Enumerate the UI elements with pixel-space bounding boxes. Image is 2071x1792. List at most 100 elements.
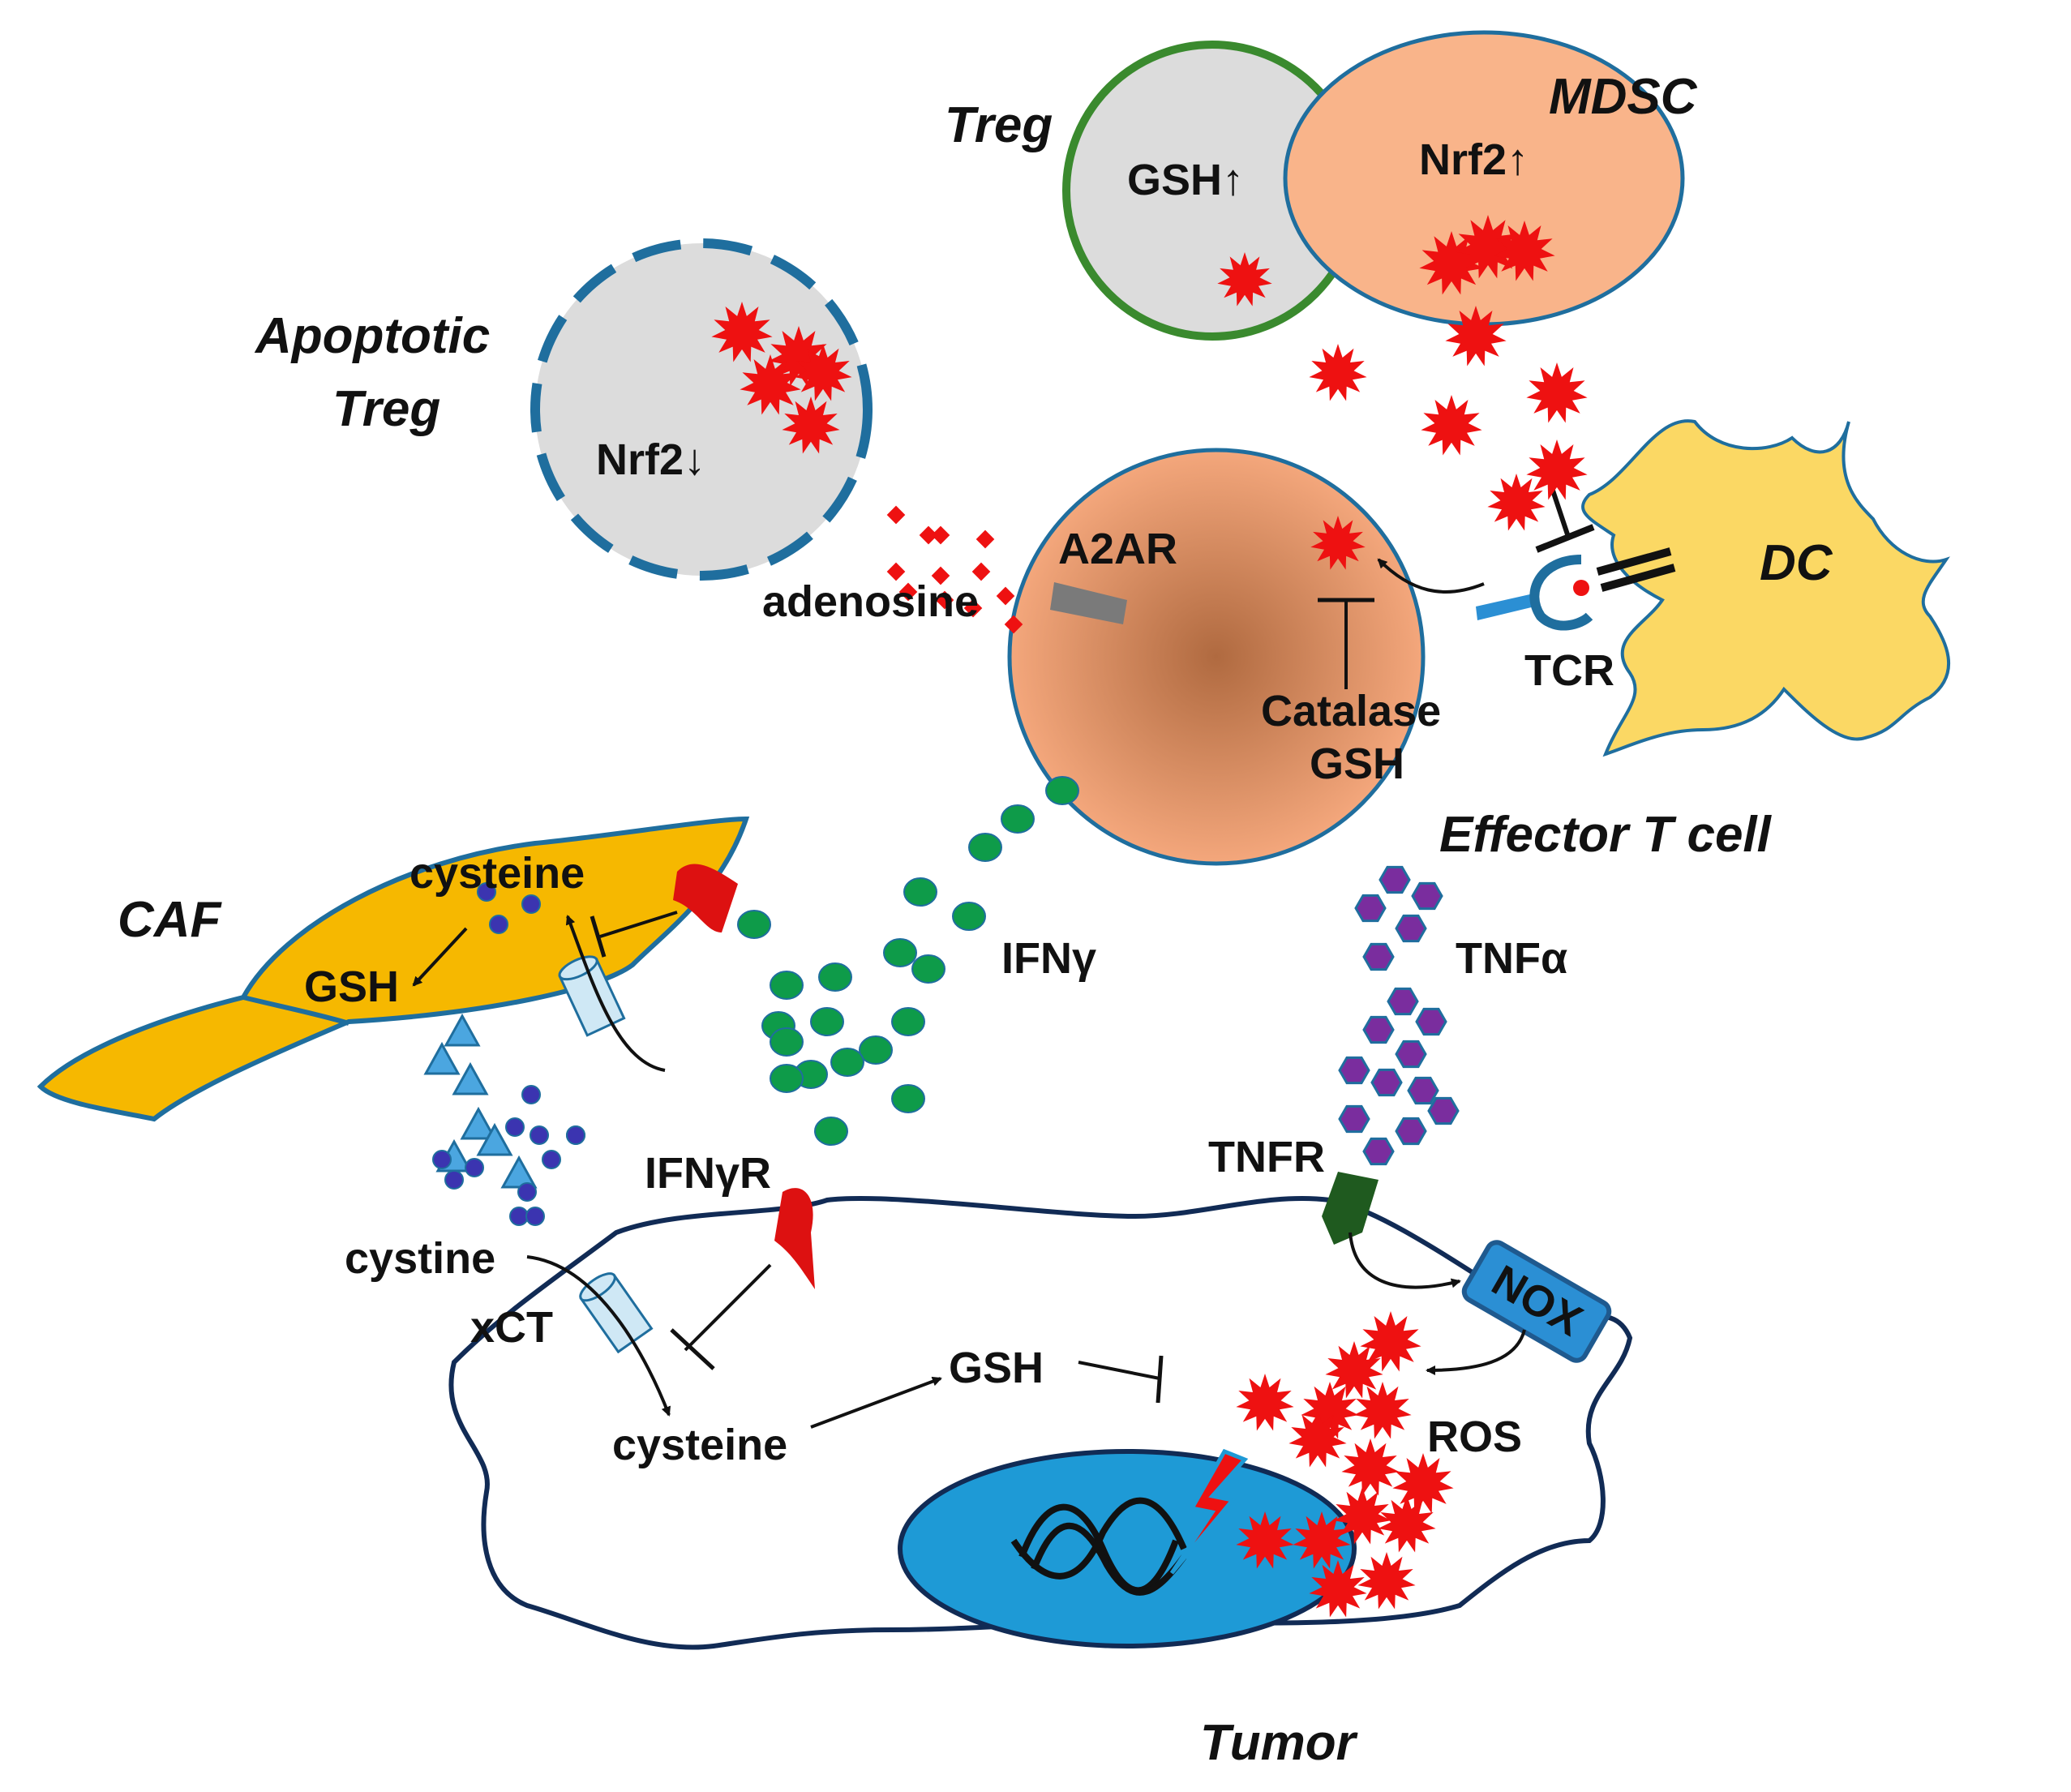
adenosine-diamond xyxy=(963,598,983,618)
cystine-triangle xyxy=(452,1061,489,1095)
cystine-triangle xyxy=(476,1122,513,1156)
tumor-cysteine-label: cysteine xyxy=(612,1421,787,1469)
ifngr-inhibits-xct-bar xyxy=(670,1328,715,1370)
cystine-triangle xyxy=(423,1041,461,1075)
tnfa-hexagon xyxy=(1407,1076,1439,1105)
a2ar-label: A2AR xyxy=(1058,525,1177,573)
ifng-dot xyxy=(830,1048,864,1077)
ros-star xyxy=(711,302,773,362)
ifng-molecules xyxy=(737,776,1079,1146)
ros-star xyxy=(1421,395,1482,456)
caf-xct-to-cysteine-arrow xyxy=(565,915,666,1072)
ros-star xyxy=(782,397,840,454)
cystine-molecules xyxy=(423,882,585,1226)
cysteine-dot xyxy=(477,882,496,902)
adenosine-diamond xyxy=(886,562,906,581)
apoptotic-treg-label-line1: Apoptotic xyxy=(254,308,490,364)
tumor-label: Tumor xyxy=(1200,1715,1358,1771)
effector-t-cell xyxy=(1007,448,1426,866)
ros-star xyxy=(1309,1560,1367,1618)
treg-gsh-label: GSH↑ xyxy=(1127,156,1244,204)
tnfa-hexagon xyxy=(1338,1104,1370,1134)
tcr-cup xyxy=(1529,555,1593,631)
effector-t-cell-label: Effector T cell xyxy=(1439,807,1773,863)
adenosine-diamond xyxy=(971,562,991,581)
cysteine-dot xyxy=(542,1150,561,1169)
ifngr-inhibits-caf-line xyxy=(599,911,678,938)
tnfa-hexagon xyxy=(1362,942,1395,971)
cysteine-dot xyxy=(505,1117,525,1137)
tcr-receptor xyxy=(1476,592,1545,620)
apoptotic-treg-label-line2: Treg xyxy=(332,381,440,437)
ifng-dot xyxy=(952,902,986,931)
tnfa-hexagon xyxy=(1354,894,1387,923)
ifng-dot xyxy=(859,1035,893,1065)
gsh-inhibits-ros-line xyxy=(1078,1361,1160,1380)
adenosine-label: adenosine xyxy=(762,577,979,626)
catalase-label: Catalase xyxy=(1261,687,1441,735)
ros-star xyxy=(1236,1374,1294,1431)
cysteine-dot xyxy=(509,1207,529,1226)
tumor-ifngr-receptor xyxy=(774,1188,815,1289)
caf-gsh-label: GSH xyxy=(304,962,399,1011)
tnfr-to-nox-arrow xyxy=(1349,1232,1461,1289)
adenosine-diamond xyxy=(919,525,938,545)
ros-star xyxy=(1325,1341,1383,1399)
ros-star xyxy=(1526,362,1588,423)
ros-inhibits-tcr-bar xyxy=(1535,524,1595,553)
caf-inner-division xyxy=(242,995,349,1026)
tnfa-hexagon xyxy=(1362,1015,1395,1044)
tnfa-hexagon xyxy=(1395,914,1427,943)
tnfr-receptor xyxy=(1322,1172,1379,1245)
ros-molecules xyxy=(711,215,1588,1618)
antigen-dot xyxy=(1573,580,1589,596)
cystine-label: cystine xyxy=(345,1234,495,1283)
dna-helix xyxy=(1010,1497,1187,1596)
mdsc-nrf2-label: Nrf2↑ xyxy=(1419,135,1529,184)
tnfa-hexagon xyxy=(1395,1117,1427,1146)
ros-star xyxy=(1310,516,1366,570)
ifngr-inhibits-caf-bar xyxy=(590,915,607,958)
cysteine-dot xyxy=(525,1207,545,1226)
ifng-dot xyxy=(911,954,945,984)
tcr-label: TCR xyxy=(1524,646,1614,695)
adenosine-diamond xyxy=(898,582,918,602)
adenosine-diamond xyxy=(931,566,950,585)
cystine-triangle xyxy=(444,1013,481,1047)
ros-star xyxy=(1309,344,1367,401)
ifng-dot xyxy=(968,833,1002,862)
tnfa-hexagon xyxy=(1427,1096,1460,1125)
apoptotic-treg-cell xyxy=(530,238,873,581)
cysteine-dot xyxy=(566,1125,585,1145)
tnfa-hexagon xyxy=(1387,987,1419,1016)
mhc-bars xyxy=(1596,547,1676,592)
ros-star xyxy=(1288,1410,1347,1468)
adenosine-diamond xyxy=(975,529,995,549)
tnfa-hexagon xyxy=(1370,1068,1403,1097)
cysteine-dot xyxy=(530,1125,549,1145)
mdsc-label: MDSC xyxy=(1549,69,1698,125)
tnfr-label: TNFR xyxy=(1208,1133,1325,1181)
dna-damage-bolt-icon xyxy=(1169,1448,1249,1575)
caf-ifngr-receptor xyxy=(673,864,738,932)
ifngr-label: IFNγR xyxy=(645,1149,771,1198)
ros-star xyxy=(1456,215,1520,279)
ros-star xyxy=(1526,439,1588,500)
ifng-dot xyxy=(1045,776,1079,805)
dc-label: DC xyxy=(1760,535,1833,591)
adenosine-diamond xyxy=(1004,615,1023,634)
tnfa-hexagon xyxy=(1338,1056,1370,1085)
ros-label: ROS xyxy=(1427,1413,1522,1461)
cysteine-dot xyxy=(521,894,541,914)
adenosine-molecules xyxy=(886,505,1023,634)
nox-to-ros-arrow xyxy=(1426,1329,1526,1375)
caf-cysteine-label: cysteine xyxy=(409,849,585,898)
cysteine-dot xyxy=(465,1158,484,1177)
ifng-dot xyxy=(770,1064,804,1093)
ros-star xyxy=(1333,1487,1391,1545)
cystine-triangle xyxy=(500,1155,538,1189)
ros-star xyxy=(1217,252,1272,307)
adenosine-diamond xyxy=(886,505,906,525)
ros-star xyxy=(1341,1438,1400,1496)
ifng-dot xyxy=(810,1007,844,1036)
